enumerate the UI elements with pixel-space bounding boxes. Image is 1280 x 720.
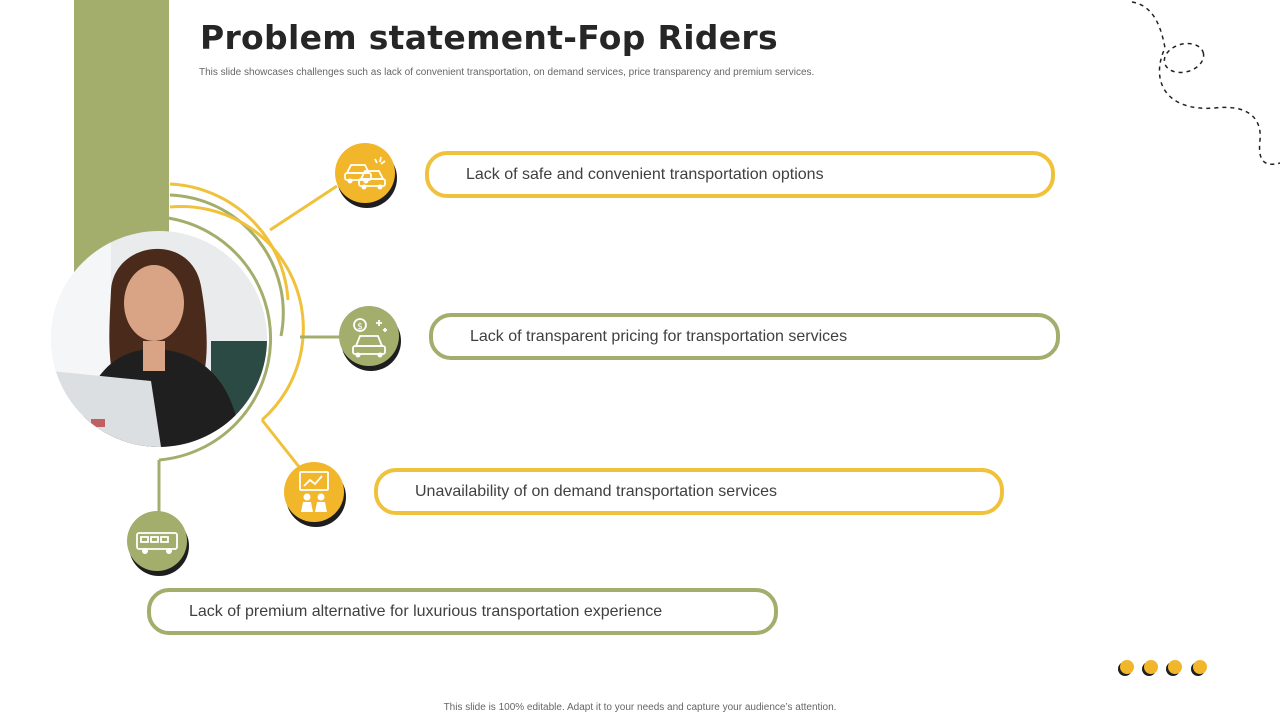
problem-text: Lack of safe and convenient transportati… [466,165,824,183]
person-photo [51,231,267,447]
car-crash-icon [335,143,397,208]
svg-text:$: $ [357,322,363,332]
dot [1191,660,1207,676]
footer-note: This slide is 100% editable. Adapt it to… [443,702,837,713]
problem-pill-2: Lack of transparent pricing for transpor… [429,313,1060,360]
page-title: Problem statement-Fop Riders [200,18,778,57]
dot [1166,660,1182,676]
car-money-icon: $ [339,306,401,371]
problem-text: Lack of transparent pricing for transpor… [470,327,848,345]
accent-bar [74,0,169,272]
dot [1118,660,1134,676]
problem-pill-4: Lack of premium alternative for luxuriou… [147,588,778,635]
people-demand-icon [284,462,346,527]
problem-text: Unavailability of on demand transportati… [415,482,777,500]
decorative-dots [1118,660,1218,680]
problem-pill-3: Unavailability of on demand transportati… [374,468,1004,515]
page-subtitle: This slide showcases challenges such as … [199,67,815,78]
dot [1142,660,1158,676]
problem-pill-1: Lack of safe and convenient transportati… [425,151,1055,198]
camper-van-icon [127,511,189,576]
problem-text: Lack of premium alternative for luxuriou… [189,602,663,620]
